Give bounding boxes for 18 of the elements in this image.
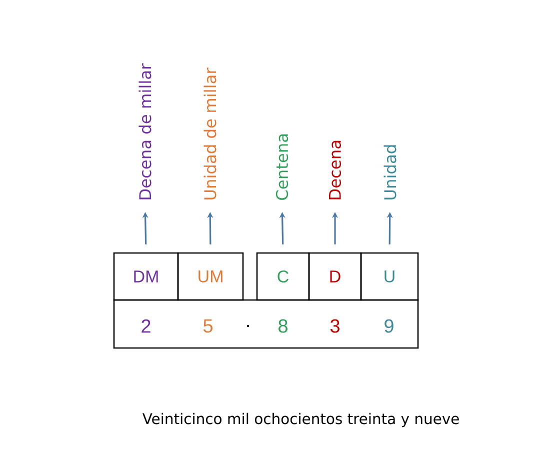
digit: 9 [384, 319, 394, 333]
digit: . [247, 324, 249, 327]
place-value-label: Decena de millar [138, 63, 152, 200]
digit: 2 [142, 319, 150, 333]
place-value-box: UM [177, 252, 244, 301]
place-value-box: DM [113, 252, 179, 301]
number-row [113, 299, 419, 349]
place-value-box: C [256, 252, 310, 301]
caption: Veinticinco mil ochocientos treinta y nueve [142, 412, 459, 428]
place-value-box: D [308, 252, 362, 301]
place-value-box: U [360, 252, 419, 301]
digit: 8 [278, 319, 288, 333]
digit: 5 [203, 319, 212, 333]
place-value-label: Unidad [384, 145, 396, 200]
digit: 3 [330, 319, 340, 333]
place-value-label: Unidad de millar [204, 68, 216, 200]
place-value-label: Centena [276, 134, 288, 200]
place-value-label: Decena [329, 140, 341, 200]
